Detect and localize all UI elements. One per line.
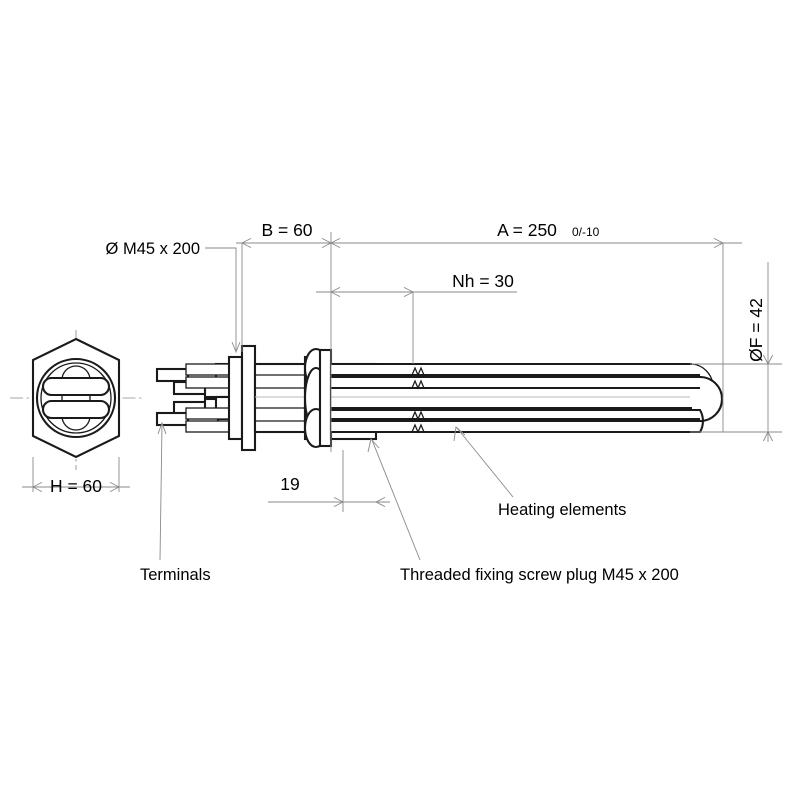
tube-stems-group (185, 363, 253, 433)
thread-spec-label: Ø M45 x 200 (106, 240, 200, 258)
hexagon-end-view: H = 60 (10, 330, 142, 496)
dimension-19: 19 (268, 450, 390, 512)
flange-plate (240, 344, 257, 452)
vertical-terminal-slot (61, 365, 91, 431)
hex-nut-side-projection (303, 347, 333, 449)
callout-heating-elements: Heating elements (453, 426, 626, 519)
terminal-bar-lower (41, 399, 111, 420)
break-symbol-tube-1 (411, 366, 425, 377)
dimension-F: ØF = 42 (690, 262, 782, 442)
d19-dimension-label: 19 (280, 474, 299, 494)
h-dimension-label: H = 60 (50, 476, 102, 496)
callout-thread-spec: Ø M45 x 200 (106, 240, 241, 354)
a-dimension-label: A = 250 (497, 220, 557, 240)
dimension-B: B = 60 (236, 220, 352, 452)
thread-spec-arrowhead (231, 341, 241, 354)
callout-screw-plug: Threaded fixing screw plug M45 x 200 (367, 438, 679, 584)
break-symbol-tube-2 (411, 379, 425, 390)
plug-barrel (253, 362, 307, 434)
thread-spec-leader (205, 247, 237, 350)
screw-plug-leader (371, 439, 421, 561)
break-symbol-tube-4 (411, 423, 425, 434)
nh-dimension-label: Nh = 30 (452, 271, 514, 291)
plug-inner-circle (40, 362, 112, 434)
heating-elements-label: Heating elements (498, 501, 626, 519)
b-dimension-label: B = 60 (261, 220, 312, 240)
terminals-label: Terminals (140, 566, 211, 584)
a-dimension-tolerance: 0/-10 (572, 225, 600, 239)
terminals-leader (159, 423, 163, 561)
break-symbols-group (411, 366, 425, 434)
side-elevation-view (155, 344, 724, 452)
screw-plug-label: Threaded fixing screw plug M45 x 200 (400, 566, 679, 584)
dimension-A: A = 250 0/-10 (331, 220, 742, 432)
heating-elements-leader (456, 427, 514, 498)
terminals-arrowhead (157, 421, 167, 435)
terminal-bar-upper (41, 376, 111, 397)
screw-plug-arrowhead (367, 438, 380, 453)
terminal-pin-1-tip (155, 367, 192, 383)
f-dimension-label: ØF = 42 (746, 298, 766, 362)
heating-elements-arrowhead (453, 426, 466, 442)
break-symbol-tube-3 (411, 410, 425, 421)
flange-collar (227, 355, 244, 441)
dimension-Nh: Nh = 30 (316, 271, 517, 364)
heating-elements-group (331, 362, 724, 434)
callout-terminals: Terminals (140, 421, 211, 584)
hex-nut-face-plate (318, 348, 333, 448)
